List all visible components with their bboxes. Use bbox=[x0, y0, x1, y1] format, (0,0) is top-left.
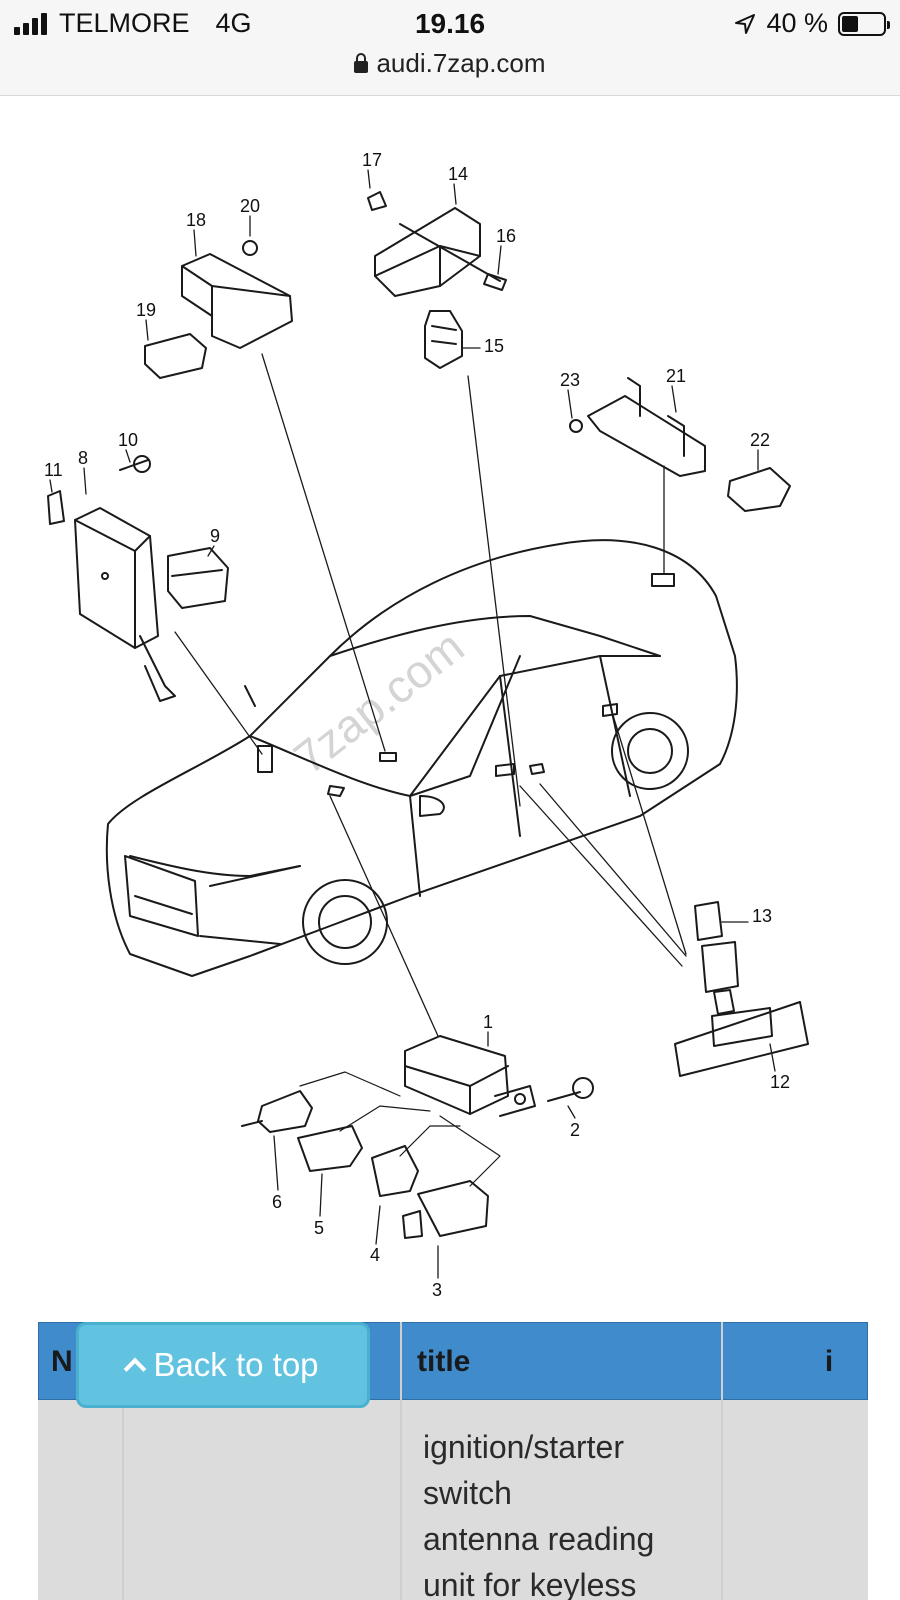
label-part-10: 10 bbox=[118, 430, 138, 450]
label-part-23: 23 bbox=[560, 370, 580, 390]
label-part-16: 16 bbox=[496, 226, 516, 246]
part-1-module bbox=[241, 1035, 594, 1239]
label-part-8: 8 bbox=[78, 448, 88, 468]
row-title-line: antenna reading bbox=[423, 1521, 655, 1557]
chevron-up-icon bbox=[124, 1357, 147, 1381]
label-part-5: 5 bbox=[314, 1218, 324, 1238]
label-ticks bbox=[49, 169, 776, 1279]
label-part-14: 14 bbox=[448, 164, 468, 184]
address-bar[interactable]: audi.7zap.com bbox=[0, 48, 900, 79]
header-info: i bbox=[824, 1345, 834, 1378]
label-part-15: 15 bbox=[484, 336, 504, 356]
row-title-line: switch bbox=[423, 1475, 512, 1511]
leader-lines bbox=[174, 353, 687, 1037]
url-text: audi.7zap.com bbox=[376, 48, 546, 78]
location-arrow-icon bbox=[735, 13, 756, 34]
lock-icon bbox=[354, 52, 369, 73]
label-part-21: 21 bbox=[666, 366, 686, 386]
label-part-13: 13 bbox=[752, 906, 772, 926]
back-to-top-label: Back to top bbox=[153, 1346, 319, 1383]
battery-icon bbox=[838, 11, 890, 36]
label-part-4: 4 bbox=[370, 1245, 380, 1265]
carrier-name: TELMORE bbox=[59, 8, 190, 38]
header-no: N bbox=[51, 1345, 73, 1378]
label-part-6: 6 bbox=[272, 1192, 282, 1212]
part-8-control-unit bbox=[47, 455, 229, 702]
signal-icon bbox=[14, 12, 47, 35]
part-number-labels: 1 2 3 4 5 6 8 9 10 11 12 13 14 15 16 17 … bbox=[44, 150, 790, 1300]
column-divider bbox=[400, 1322, 402, 1600]
label-part-17: 17 bbox=[362, 150, 382, 170]
label-part-19: 19 bbox=[136, 300, 156, 320]
network-type: 4G bbox=[215, 8, 252, 38]
row-title-line: ignition/starter bbox=[423, 1429, 624, 1465]
label-part-3: 3 bbox=[432, 1280, 442, 1296]
status-left: TELMORE 4G bbox=[14, 8, 252, 39]
back-to-top-button[interactable]: Back to top bbox=[76, 1322, 370, 1408]
label-part-11: 11 bbox=[44, 460, 63, 480]
parts-diagram: 7zap.com bbox=[0, 96, 900, 1300]
label-part-1: 1 bbox=[483, 1012, 493, 1032]
part-14-bracket bbox=[367, 191, 507, 297]
row-title-line: unit for keyless bbox=[423, 1567, 637, 1600]
row-title: ignition/starter switch antenna reading … bbox=[423, 1424, 723, 1600]
part-18-module bbox=[144, 240, 293, 379]
label-part-12: 12 bbox=[770, 1072, 790, 1092]
parts-diagram-image: 7zap.com bbox=[44, 150, 809, 1300]
label-part-9: 9 bbox=[210, 526, 220, 546]
part-21-antenna bbox=[569, 377, 791, 512]
label-part-20: 20 bbox=[240, 196, 260, 216]
label-part-18: 18 bbox=[186, 210, 206, 230]
status-right: 40 % bbox=[734, 8, 890, 39]
table-row[interactable]: ignition/starter switch antenna reading … bbox=[38, 1400, 868, 1600]
status-bar: TELMORE 4G 19.16 40 % audi.7zap.com bbox=[0, 0, 900, 96]
label-part-2: 2 bbox=[570, 1120, 580, 1140]
clock: 19.16 bbox=[414, 8, 486, 39]
battery-percent: 40 % bbox=[766, 8, 828, 38]
label-part-22: 22 bbox=[750, 430, 770, 450]
part-15-sensor bbox=[424, 310, 463, 369]
column-divider bbox=[122, 1322, 124, 1600]
part-12-handle bbox=[674, 901, 809, 1077]
watermark: 7zap.com bbox=[284, 620, 473, 784]
header-title: title bbox=[417, 1345, 471, 1378]
column-divider bbox=[721, 1322, 723, 1600]
